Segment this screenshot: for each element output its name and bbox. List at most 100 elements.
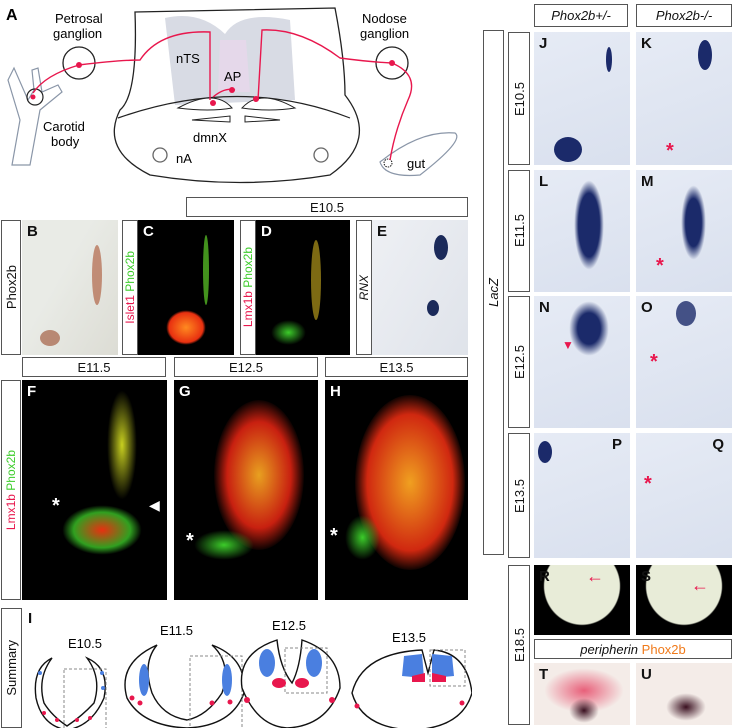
carotid-label-2: body <box>51 134 80 149</box>
panel-letter: J <box>539 35 548 52</box>
stage-label-e105: E10.5 <box>508 32 530 165</box>
panel-k-image: K* <box>636 32 732 165</box>
e135-header: E13.5 <box>325 357 468 377</box>
e115-header: E11.5 <box>22 357 166 377</box>
panel-letter: F <box>27 383 37 400</box>
red-asterisk: * <box>666 140 674 162</box>
red-asterisk: * <box>656 255 664 277</box>
nts-label: nTS <box>176 51 200 66</box>
na-circle-right <box>313 147 329 163</box>
col-header-heterozygous: Phox2b+/- <box>534 4 628 27</box>
asterisk: * <box>330 525 338 547</box>
panel-b-image: B <box>22 220 118 355</box>
red-arrow-icon: ← <box>586 566 604 586</box>
petrosal-label-2: ganglion <box>53 26 102 41</box>
panel-u-image: U <box>636 663 732 725</box>
e125-header: E12.5 <box>174 357 318 377</box>
na-circle-left <box>152 147 168 163</box>
stage-label-e115: E11.5 <box>508 170 530 292</box>
stage-text: E12.5 <box>511 345 527 379</box>
panel-letter: I <box>28 610 33 627</box>
summary-e125: E12.5 <box>240 618 341 728</box>
phox2b-side-label: Phox2b <box>1 220 21 355</box>
panel-letter: S <box>641 568 652 585</box>
panel-a-diagram: A Petrosal ganglion Nodose ganglion Caro… <box>6 7 458 184</box>
dmnx-label: dmnX <box>193 130 227 145</box>
panel-n-image: N▼ <box>534 296 630 428</box>
panel-e-image: E <box>372 220 468 355</box>
label-green: Phox2b <box>241 247 255 289</box>
stage-label-e135: E13.5 <box>508 433 530 558</box>
summary-label-text: Summary <box>4 640 19 696</box>
red-arrowhead-icon: ▼ <box>562 338 574 352</box>
panel-letter: E <box>377 223 388 240</box>
panel-letter: D <box>261 223 272 240</box>
panel-letter: G <box>179 383 191 400</box>
panel-h-image: H * <box>325 380 468 600</box>
gut-label: gut <box>407 156 425 171</box>
panel-letter: T <box>539 666 549 683</box>
e105-header: E10.5 <box>186 197 468 217</box>
red-arrow-icon: ← <box>691 575 709 595</box>
panel-c-label: Islet1 Phox2b <box>122 220 138 355</box>
stage-text: E18.5 <box>511 628 527 662</box>
stage-label: E10.5 <box>68 636 102 651</box>
nodose-label: Nodose <box>362 11 407 26</box>
petrosal-label: Petrosal <box>55 11 103 26</box>
rnx-label: RNX <box>357 274 371 301</box>
ap-label: AP <box>224 69 241 84</box>
panel-letter: C <box>143 223 154 240</box>
stage-text: E13.5 <box>511 478 527 513</box>
panel-c-image: C <box>138 220 234 355</box>
peripherin-phox2b-label: peripherin Phox2b <box>534 639 732 659</box>
label-italic: peripherin <box>580 641 639 657</box>
panel-letter: U <box>641 666 652 683</box>
panel-o-image: O* <box>636 296 732 428</box>
label-green: Phox2b <box>4 449 18 491</box>
nodose-label-2: ganglion <box>360 26 409 41</box>
panel-e-label: RNX <box>356 220 372 355</box>
panel-letter: O <box>641 299 653 316</box>
panel-g-image: G * <box>174 380 318 600</box>
label-red: Lmx1b <box>241 291 255 328</box>
stage-text: E10.5 <box>511 81 527 116</box>
panel-r-image: R← <box>534 565 630 635</box>
lmx1b-phox2b-side-label: Lmx1b Phox2b <box>1 380 21 600</box>
stage-label: E12.5 <box>272 618 306 633</box>
panel-s-image: S← <box>636 565 732 635</box>
label-red: Lmx1b <box>4 494 18 531</box>
stage-label-e125: E12.5 <box>508 296 530 428</box>
na-label: nA <box>176 151 192 166</box>
side-label-text: Phox2b <box>3 265 19 310</box>
panel-letter: M <box>641 173 654 190</box>
panel-letter: Q <box>712 436 724 453</box>
label-red: Islet1 <box>123 295 137 324</box>
carotid-body-shape <box>7 66 63 166</box>
summary-e105: E10.5 <box>34 636 107 728</box>
panel-d-image: D <box>256 220 350 355</box>
panel-m-image: M* <box>636 170 732 292</box>
panel-letter: A <box>6 7 18 24</box>
ap-region <box>218 40 250 92</box>
panel-j-image: J <box>534 32 630 165</box>
panel-p-image: P <box>534 433 630 558</box>
panel-letter: P <box>611 436 622 453</box>
lacz-side-label: LacZ <box>483 30 504 555</box>
panel-letter: K <box>641 35 652 52</box>
red-asterisk: * <box>644 473 652 495</box>
asterisk: * <box>52 495 60 517</box>
stage-label: E11.5 <box>160 623 193 638</box>
panel-letter: B <box>27 223 38 240</box>
lacz-label-text: LacZ <box>486 278 501 307</box>
panel-letter: R <box>539 568 550 585</box>
summary-e135: E13.5 <box>351 630 472 728</box>
panel-q-image: Q* <box>636 433 732 558</box>
stage-label-e185: E18.5 <box>508 565 530 725</box>
stage-text: E11.5 <box>511 214 527 248</box>
gut-shape <box>379 132 458 177</box>
panel-letter: N <box>539 299 550 316</box>
summary-side-label: Summary <box>1 608 22 728</box>
panel-t-image: T <box>534 663 630 725</box>
panel-f-image: F * ◀ <box>22 380 167 600</box>
col-header-knockout: Phox2b-/- <box>636 4 732 27</box>
